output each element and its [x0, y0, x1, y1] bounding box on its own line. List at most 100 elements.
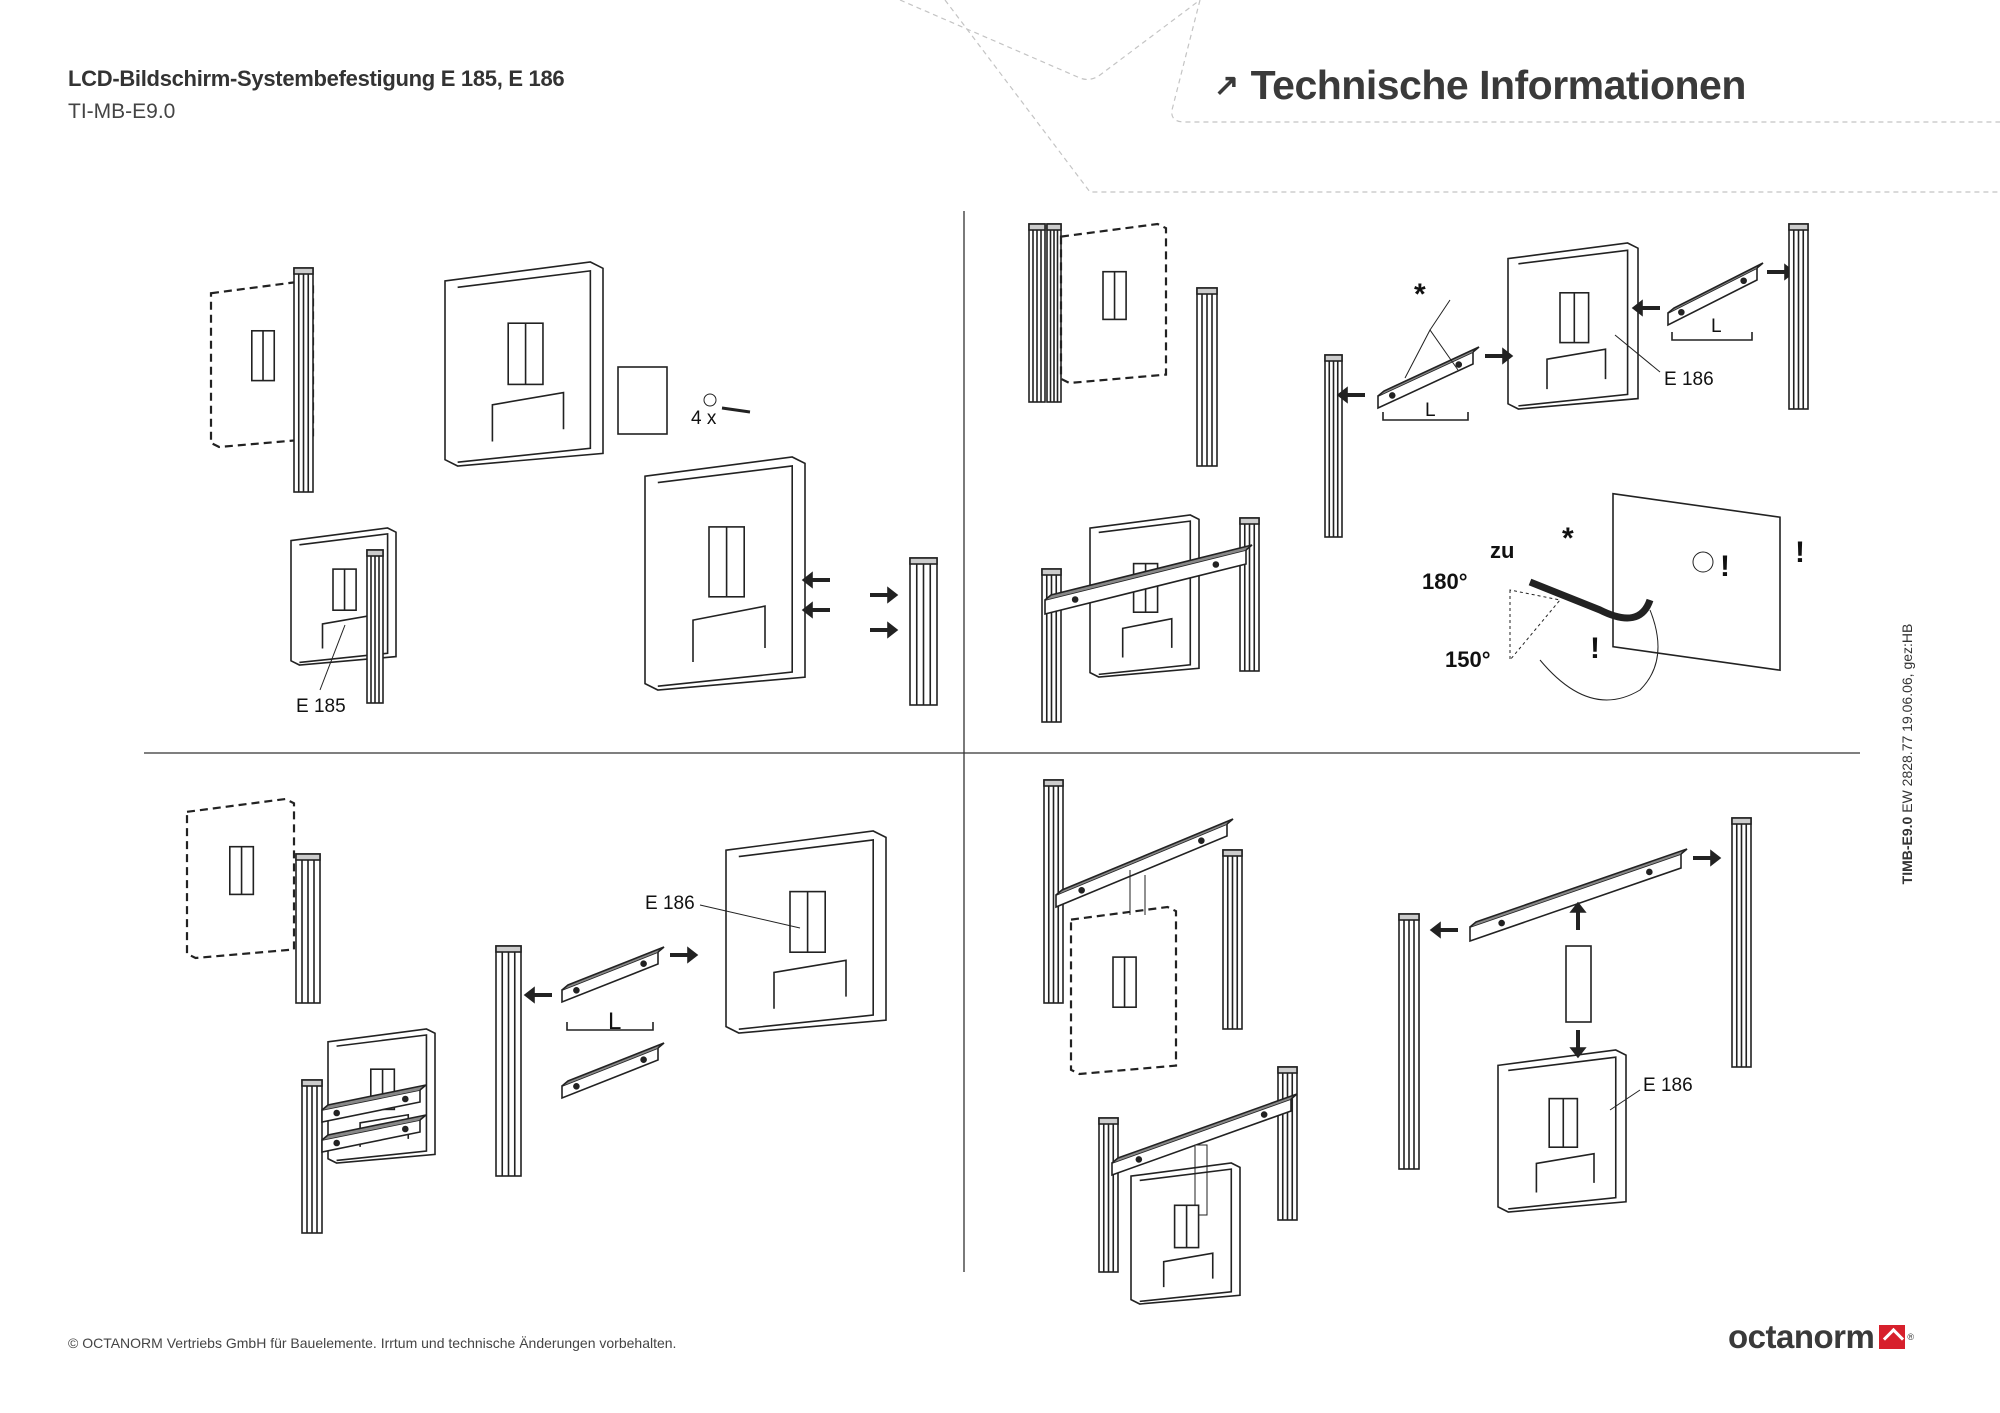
label-length: L	[608, 1008, 622, 1035]
direction-arrow	[670, 946, 699, 964]
aluminium-profile-post	[909, 557, 938, 706]
leader-line	[699, 904, 801, 929]
post-cap	[1043, 779, 1064, 787]
post-cap	[366, 549, 384, 557]
decorative-dashed-frame	[899, 0, 2000, 193]
post-cap	[1398, 913, 1420, 921]
direction-arrow	[801, 601, 830, 619]
direction-arrow	[870, 621, 899, 639]
bar-hole	[1071, 596, 1079, 603]
post-cap	[1222, 849, 1243, 857]
monitor-back	[444, 261, 604, 467]
vertical-bar	[1194, 1144, 1208, 1216]
bar-hole	[401, 1095, 409, 1103]
washer-icon	[703, 393, 717, 407]
warning-mark: !	[1720, 550, 1730, 583]
arrow-head	[687, 946, 699, 964]
mounting-bar	[1055, 818, 1234, 909]
arrow-head	[1710, 849, 1722, 867]
mounting-bar	[561, 1042, 665, 1100]
post-cap	[1041, 568, 1062, 576]
bar-hole	[1212, 561, 1220, 568]
monitor-frame	[1059, 222, 1168, 385]
mounting-plate-e185	[617, 366, 668, 435]
profile-connector-box	[1612, 492, 1781, 672]
mounting-bar	[1667, 262, 1764, 327]
screw-icon	[721, 406, 751, 414]
warning-mark: !	[1590, 632, 1600, 665]
arrow-head	[1569, 1047, 1587, 1059]
aluminium-profile-post	[1222, 849, 1243, 1030]
post-cap	[1277, 1066, 1298, 1074]
bar-face	[1055, 822, 1228, 909]
asterisk-note: *	[1414, 278, 1426, 311]
arrow-head	[801, 601, 813, 619]
mounting-bar	[1469, 848, 1688, 943]
bar-hole	[1078, 887, 1085, 894]
mounting-bar	[561, 946, 665, 1004]
monitor-outline-dashed	[1059, 222, 1168, 385]
bar-face	[561, 950, 659, 1004]
label-e185: E 185	[296, 696, 346, 717]
side-reference-code: TIMB-E9.0	[1899, 816, 1915, 885]
bar-hole	[1646, 868, 1653, 876]
monitor-stand-base	[1121, 617, 1173, 658]
bar-hole	[1678, 308, 1685, 316]
arrow-head	[1336, 386, 1348, 404]
monitor-frame	[1507, 242, 1639, 410]
monitor-back	[1507, 242, 1639, 410]
direction-arrow	[1631, 299, 1660, 317]
direction-arrow	[1336, 386, 1365, 404]
aluminium-profile-post	[1196, 287, 1218, 467]
post-cap	[295, 853, 321, 861]
post-cap	[1788, 223, 1809, 231]
bar-face	[561, 1046, 659, 1100]
copyright-notice: © OCTANORM Vertriebs GmbH für Bauelement…	[68, 1335, 677, 1351]
bar-hole	[1260, 1111, 1268, 1118]
aluminium-profile-post	[301, 1079, 323, 1234]
bar-hole	[333, 1139, 341, 1147]
monitor-back-panel	[1518, 249, 1629, 407]
length-dimension	[566, 1022, 654, 1031]
leader-line	[1614, 334, 1661, 373]
monitor-back-panel	[1139, 1168, 1233, 1303]
label-zu: zu	[1490, 538, 1515, 563]
bar-top	[1111, 1093, 1298, 1164]
bar-hole	[640, 960, 647, 968]
aluminium-profile-post	[1324, 354, 1343, 538]
bar-face	[1044, 548, 1247, 616]
monitor-back-panel	[1508, 1056, 1617, 1210]
section-title: ↗Technische Informationen	[1214, 62, 1746, 109]
aluminium-profile-post	[1398, 913, 1420, 1170]
dimension-line	[1382, 412, 1469, 421]
label-screw-count: 4 x	[691, 408, 717, 429]
arrow-head	[1569, 901, 1587, 913]
monitor-outline-dashed	[1069, 905, 1178, 1076]
direction-arrow	[1429, 921, 1458, 939]
vertical-adapter	[1565, 945, 1592, 1023]
hex-key-icon	[1404, 299, 1459, 379]
monitor-back	[644, 456, 806, 691]
post-cap	[1239, 517, 1260, 525]
monitor-back-panel	[738, 839, 874, 1030]
aluminium-profile-post	[366, 549, 384, 704]
monitor-frame	[1130, 1162, 1241, 1305]
bar-top	[561, 946, 665, 991]
monitor-stand-base	[1535, 1152, 1595, 1193]
leader-line	[1609, 1089, 1641, 1111]
bar-hole	[1740, 277, 1747, 285]
bar-hole	[333, 1109, 341, 1117]
bar-hole	[401, 1125, 409, 1133]
mounting-bar	[321, 1084, 427, 1123]
arrow-head	[523, 986, 535, 1004]
arrow-up-right-icon: ↗	[1214, 69, 1239, 102]
aluminium-profile-post	[1731, 817, 1752, 1068]
monitor-frame	[327, 1028, 436, 1164]
monitor-frame	[1069, 905, 1178, 1076]
aluminium-profile-post	[293, 267, 314, 493]
bar-hole	[1388, 392, 1396, 399]
lock-icon	[1692, 551, 1714, 573]
post-cap	[1098, 1117, 1119, 1125]
post-cap	[1046, 223, 1062, 231]
